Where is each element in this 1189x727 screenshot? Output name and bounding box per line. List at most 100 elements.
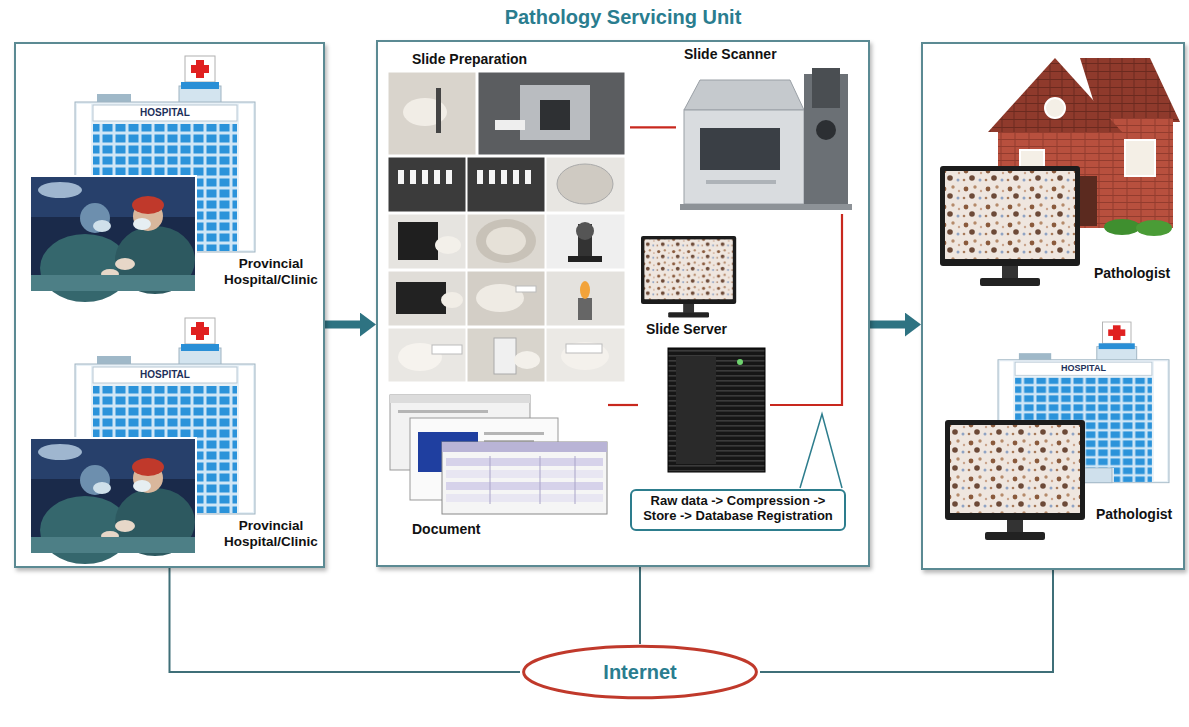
- node-label: Provincial Hospital/Clinic: [219, 518, 323, 549]
- node-label: Pathologist: [1096, 506, 1180, 522]
- scanner-device: [816, 120, 836, 140]
- preparation-photos: [467, 214, 545, 269]
- service-panel: Pathology Servicing UnitSlide Preparatio…: [376, 40, 870, 567]
- surgery-photo: [30, 176, 196, 302]
- connector-line: [170, 568, 521, 672]
- preparation-photos: [546, 271, 625, 326]
- document-screens: [390, 395, 607, 514]
- callout-bracket: [800, 414, 842, 488]
- preparation-photos: [436, 88, 441, 133]
- text-anchor: Provincial Hospital/Clinic: [219, 256, 323, 287]
- preparation-photos: [396, 282, 446, 314]
- document-screens: [446, 458, 603, 466]
- preparation-photos: [467, 271, 545, 326]
- house-building: [988, 58, 1122, 132]
- document-screens: [442, 442, 607, 514]
- preparation-photos: [446, 170, 452, 184]
- scanner-device: Slide Scanner: [676, 44, 856, 214]
- text-anchor: HOSPITAL: [93, 107, 237, 119]
- preparation-photos: [388, 72, 625, 382]
- scanner-device: [684, 80, 804, 110]
- preparation-photos: [501, 170, 507, 184]
- preparation-photos: [388, 157, 466, 212]
- preparation-photos: [546, 328, 625, 382]
- scanner-device: [680, 204, 852, 210]
- preparation-group: Slide Preparation: [386, 48, 630, 384]
- node-label: HOSPITAL: [93, 369, 237, 381]
- document-group: Document: [386, 390, 608, 550]
- preparation-photos: [525, 170, 531, 184]
- surgery-photo: [30, 176, 196, 302]
- connector-line: [325, 321, 360, 329]
- preparation-photos: [578, 298, 592, 320]
- home-site: Pathologist: [933, 50, 1181, 300]
- document-screens: [446, 482, 603, 490]
- preparation-photos: [514, 351, 540, 369]
- node-label: HOSPITAL: [1015, 363, 1152, 373]
- pathologist-monitor: [945, 420, 1085, 540]
- house-building: [1104, 219, 1140, 235]
- server-device: [737, 359, 743, 365]
- region-panel: PathologistHOSPITALPathologist: [921, 42, 1185, 570]
- connector-line: [630, 126, 676, 128]
- scanner-device: [706, 180, 776, 184]
- text-anchor: Slide Preparation: [412, 51, 582, 67]
- house-building: [1045, 98, 1065, 118]
- server-device: [668, 348, 765, 472]
- preparation-photos: [568, 256, 602, 262]
- preparation-photos: [478, 72, 625, 155]
- preparation-photos: [494, 338, 516, 374]
- node-label: HOSPITAL: [93, 107, 237, 119]
- text-anchor: Internet: [603, 661, 676, 684]
- document-screens: [490, 456, 575, 504]
- node-label: Document: [412, 521, 532, 537]
- preparation-photos: [486, 227, 526, 255]
- hospital-site: HOSPITAL Pathologist: [933, 310, 1183, 562]
- text-anchor: Raw data -> Compression -> Store -> Data…: [640, 494, 836, 524]
- connector-line: [870, 321, 905, 329]
- preparation-photos: [388, 214, 466, 269]
- server-device: [676, 356, 716, 464]
- preparation-photos: [388, 72, 476, 155]
- preparation-photos: [434, 170, 440, 184]
- preparation-photos: [422, 170, 428, 184]
- house-building: [1105, 118, 1173, 228]
- preparation-photos: [566, 344, 602, 353]
- document-screens: [390, 395, 530, 403]
- text-anchor: HOSPITAL: [1015, 363, 1152, 373]
- connector-line: [639, 567, 641, 644]
- callout-bracket: [800, 414, 842, 488]
- node-label: Internet: [603, 661, 676, 684]
- document-screens: [446, 494, 603, 502]
- preparation-photos: [441, 292, 463, 308]
- server-device: [641, 236, 736, 318]
- preparation-photos: [467, 157, 545, 212]
- node-label: Pathology Servicing Unit: [456, 6, 790, 29]
- document-screens: [484, 432, 544, 435]
- node-label: Pathologist: [1094, 265, 1178, 281]
- pathologist-monitor: [940, 166, 1080, 286]
- house-building: [1136, 220, 1172, 236]
- text-anchor: Pathologist: [1096, 506, 1180, 522]
- scanner-device: [812, 68, 840, 108]
- text-anchor: Pathologist: [1094, 265, 1178, 281]
- preparation-photos: [561, 342, 609, 370]
- preparation-photos: [432, 345, 462, 354]
- scanner-device: [680, 68, 852, 210]
- process-box: Raw data -> Compression -> Store -> Data…: [630, 489, 846, 531]
- preparation-photos: [580, 281, 590, 299]
- preparation-photos: [467, 328, 545, 382]
- preparation-photos: [388, 271, 466, 326]
- preparation-photos: [495, 120, 525, 130]
- text-anchor: HOSPITAL: [93, 369, 237, 381]
- preparation-photos: [516, 286, 536, 292]
- pathologist-monitor: [940, 166, 1080, 286]
- preparation-photos: [513, 170, 519, 184]
- preparation-photos: [557, 164, 613, 204]
- text-anchor: Pathology Servicing Unit: [456, 6, 790, 29]
- preparation-photos: [576, 222, 594, 240]
- preparation-photos: [546, 157, 625, 212]
- hospital-site: HOSPITAL Provincial Hospital/Clinic: [26, 314, 326, 558]
- text-anchor: Slide Server: [646, 321, 764, 337]
- preparation-photos: [398, 170, 404, 184]
